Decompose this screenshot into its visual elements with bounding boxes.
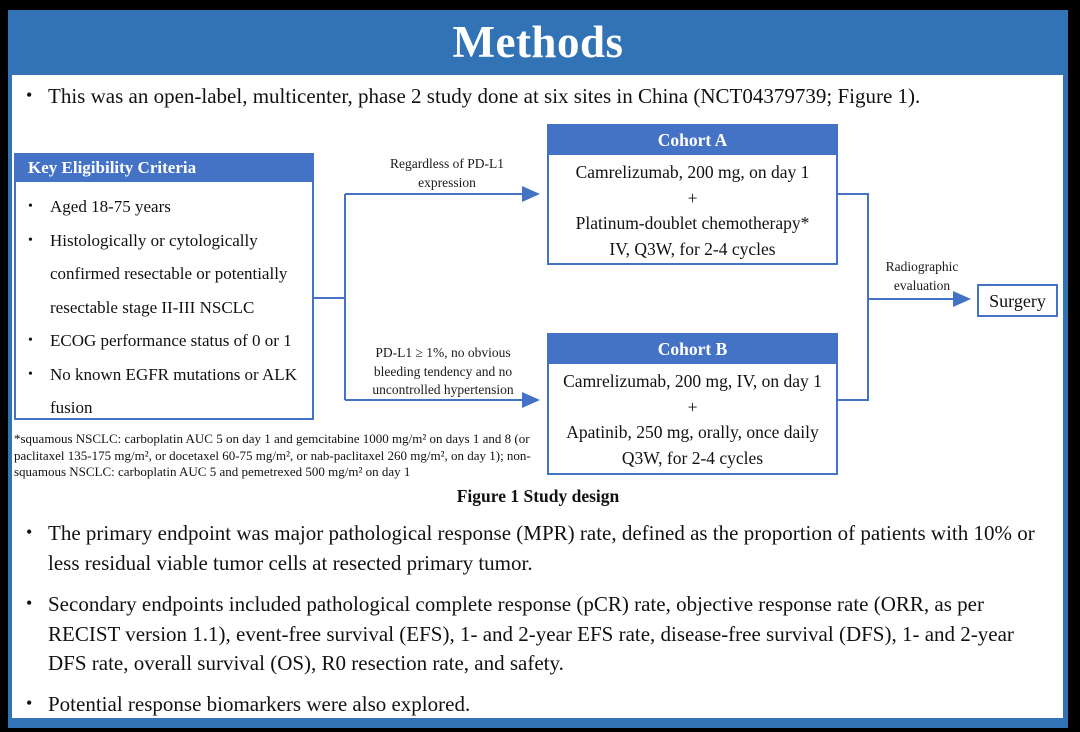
cohort-a-line: IV, Q3W, for 2-4 cycles bbox=[609, 238, 776, 259]
eligibility-criteria-box: Key Eligibility Criteria Aged 18-75 year… bbox=[14, 153, 314, 420]
cohort-a-details: Camrelizumab, 200 mg, on day 1 + Platinu… bbox=[549, 155, 836, 262]
intro-bullet: This was an open-label, multicenter, pha… bbox=[26, 81, 1050, 112]
cohort-a-title: Cohort A bbox=[549, 126, 836, 155]
cohort-a-box: Cohort A Camrelizumab, 200 mg, on day 1 … bbox=[547, 124, 838, 265]
figure-caption: Figure 1 Study design bbox=[456, 486, 620, 506]
eligibility-criteria-list: Aged 18-75 years Histologically or cytol… bbox=[16, 190, 312, 425]
eligibility-item: Histologically or cytologically confirme… bbox=[26, 224, 308, 325]
cohort-b-line: + bbox=[687, 396, 698, 417]
cohort-b-line: Q3W, for 2-4 cycles bbox=[621, 447, 764, 468]
biomarkers-text: Potential response biomarkers were also … bbox=[48, 692, 471, 716]
secondary-endpoints-bullet: Secondary endpoints included pathologica… bbox=[26, 589, 1050, 679]
slide-header: Methods bbox=[8, 10, 1068, 75]
eligibility-item: Aged 18-75 years bbox=[26, 190, 308, 224]
cohort-b-details: Camrelizumab, 200 mg, IV, on day 1 + Apa… bbox=[549, 364, 836, 471]
secondary-endpoints-text: Secondary endpoints included pathologica… bbox=[48, 592, 1014, 675]
primary-endpoint-bullet: The primary endpoint was major pathologi… bbox=[26, 518, 1050, 578]
primary-endpoint-text: The primary endpoint was major pathologi… bbox=[48, 521, 1035, 575]
eligibility-item: ECOG performance status of 0 or 1 bbox=[26, 324, 308, 358]
surgery-box: Surgery bbox=[977, 284, 1058, 317]
cohort-b-title: Cohort B bbox=[549, 335, 836, 364]
radiographic-evaluation-label: Radiographic evaluation bbox=[885, 259, 959, 293]
cohort-a-line: + bbox=[687, 187, 698, 208]
cohort-b-box: Cohort B Camrelizumab, 200 mg, IV, on da… bbox=[547, 333, 838, 475]
branch-top-label: Regardless of PD-L1 expression bbox=[390, 156, 504, 190]
cohort-a-line: Camrelizumab, 200 mg, on day 1 bbox=[575, 162, 810, 182]
branch-bottom-label: PD-L1 ≥ 1%, no obvious bleeding tendency… bbox=[372, 345, 514, 398]
page-title: Methods bbox=[452, 17, 624, 67]
cohort-b-line: Camrelizumab, 200 mg, IV, on day 1 bbox=[563, 371, 822, 391]
eligibility-criteria-title: Key Eligibility Criteria bbox=[16, 155, 312, 182]
intro-bullet-text: This was an open-label, multicenter, pha… bbox=[48, 84, 921, 108]
cohort-a-line: Platinum-doublet chemotherapy* bbox=[575, 213, 810, 233]
chemotherapy-footnote: *squamous NSCLC: carboplatin AUC 5 on da… bbox=[14, 431, 531, 479]
slide-footer-band bbox=[8, 718, 1068, 728]
biomarkers-bullet: Potential response biomarkers were also … bbox=[26, 689, 1050, 720]
eligibility-item: No known EGFR mutations or ALK fusion bbox=[26, 358, 308, 425]
cohort-b-line: Apatinib, 250 mg, orally, once daily bbox=[566, 422, 819, 442]
